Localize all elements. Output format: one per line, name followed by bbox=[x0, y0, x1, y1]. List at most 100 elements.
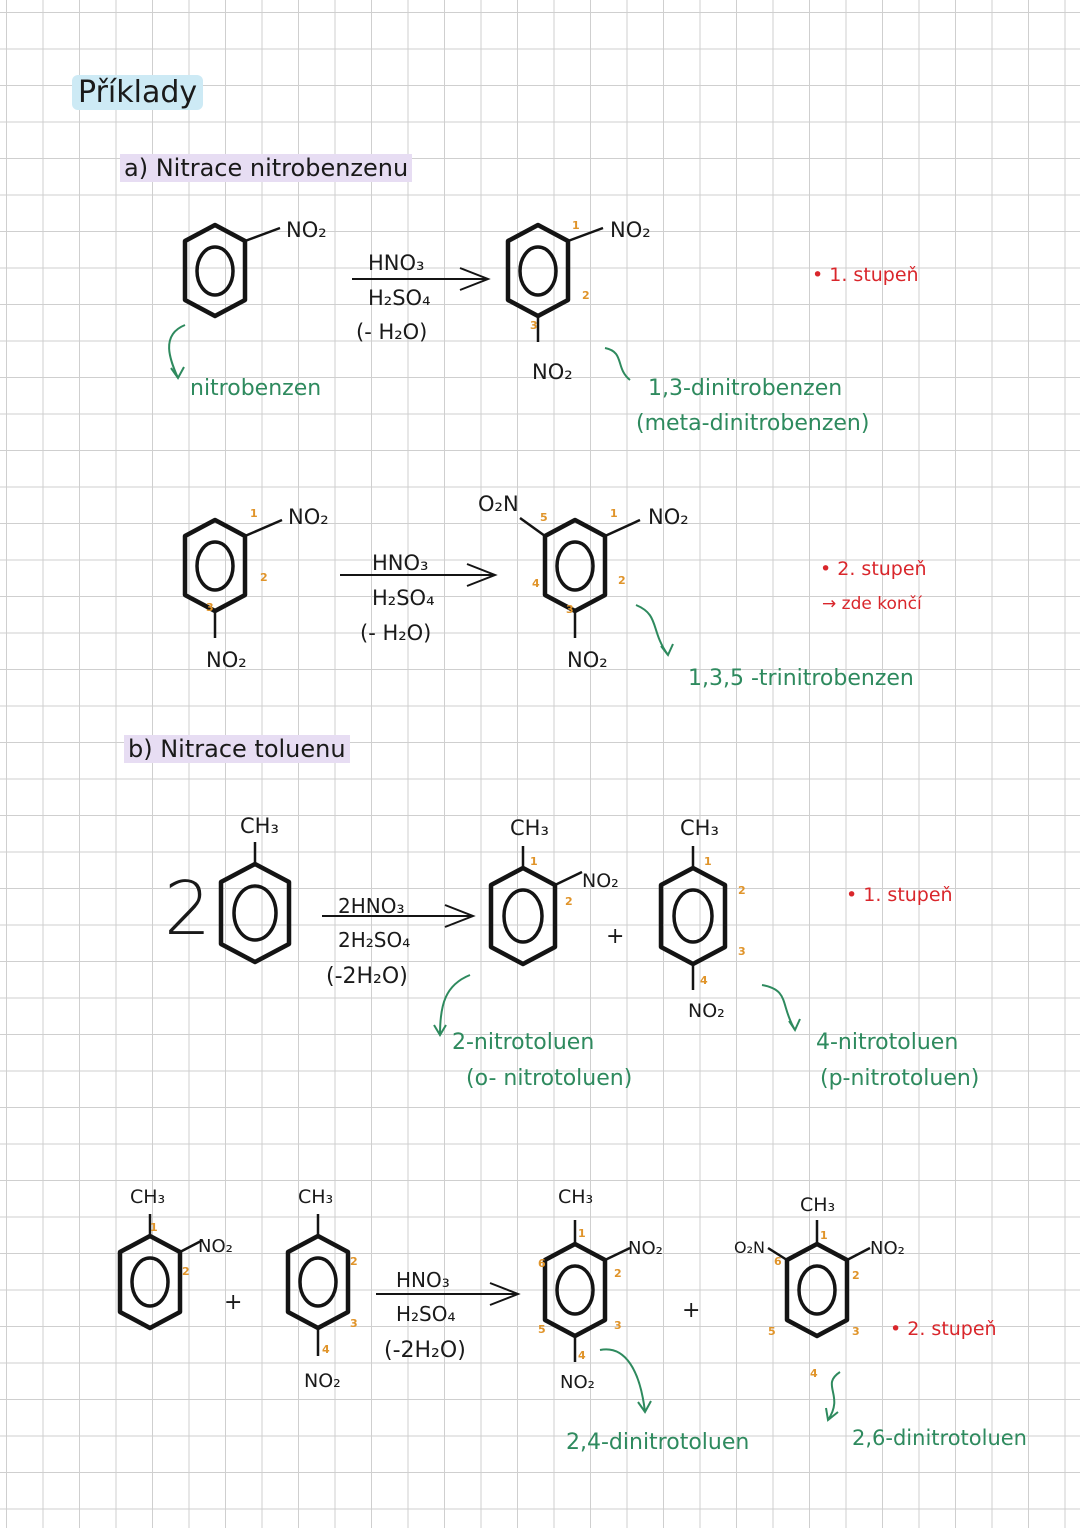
position-number: 3 bbox=[566, 603, 574, 616]
position-number: 1 bbox=[250, 507, 258, 520]
group-no2: NO₂ bbox=[198, 1236, 233, 1257]
page-title-text: Příklady bbox=[72, 75, 204, 110]
position-number: 5 bbox=[538, 1323, 546, 1336]
benzene-ring bbox=[658, 846, 728, 990]
reagent-h2so4: H₂SO₄ bbox=[396, 1302, 456, 1326]
position-number: 2 bbox=[738, 884, 746, 897]
position-number: 3 bbox=[614, 1319, 622, 1332]
group-no2: NO₂ bbox=[304, 1370, 341, 1392]
note-stage-1-b: • 1. stupeň bbox=[846, 884, 953, 906]
position-number: 4 bbox=[810, 1367, 818, 1380]
position-number: 5 bbox=[540, 511, 548, 524]
group-no2: NO₂ bbox=[688, 1000, 725, 1022]
group-o2n: O₂N bbox=[734, 1238, 765, 1257]
benzene-ring bbox=[285, 1214, 351, 1356]
position-number: 1 bbox=[530, 855, 538, 868]
group-no2: NO₂ bbox=[582, 870, 619, 892]
plus-sign: + bbox=[682, 1298, 701, 1323]
group-no2: NO₂ bbox=[610, 218, 651, 242]
label-2-nitrotoluen: 2-nitrotoluen bbox=[452, 1030, 595, 1055]
position-number: 3 bbox=[350, 1317, 358, 1330]
benzene-ring bbox=[505, 222, 604, 342]
position-number: 2 bbox=[852, 1269, 860, 1282]
position-number: 4 bbox=[322, 1343, 330, 1356]
reagent-2h2so4: 2H₂SO₄ bbox=[338, 928, 411, 952]
group-no2: NO₂ bbox=[286, 218, 327, 242]
label-4-nitrotoluen: 4-nitrotoluen bbox=[816, 1030, 959, 1055]
position-number: 4 bbox=[532, 577, 540, 590]
group-no2: NO₂ bbox=[648, 505, 689, 529]
label-dinitrobenzen: 1,3-dinitrobenzen bbox=[648, 376, 843, 401]
group-ch3: CH₃ bbox=[510, 816, 549, 840]
position-number: 2 bbox=[182, 1265, 190, 1278]
reagent-water: (- H₂O) bbox=[356, 320, 428, 344]
page-title: Příklady bbox=[72, 75, 204, 110]
group-ch3: CH₃ bbox=[680, 816, 719, 840]
position-number: 3 bbox=[530, 319, 538, 332]
label-dinitrobenzen-alt: (meta-dinitrobenzen) bbox=[636, 411, 870, 436]
section-b-heading-text: b) Nitrace toluenu bbox=[124, 735, 350, 763]
label-trinitrobenzen: 1,3,5 -trinitrobenzen bbox=[688, 666, 914, 691]
group-no2: NO₂ bbox=[628, 1238, 663, 1259]
group-ch3: CH₃ bbox=[130, 1186, 166, 1208]
benzene-ring bbox=[182, 222, 281, 319]
label-2-nitrotoluen-alt: (o- nitrotoluen) bbox=[466, 1066, 633, 1091]
position-number: 2 bbox=[582, 289, 590, 302]
position-number: 2 bbox=[350, 1255, 358, 1268]
reagent-hno3: HNO₃ bbox=[368, 251, 425, 275]
group-no2: NO₂ bbox=[288, 505, 329, 529]
section-b-heading: b) Nitrace toluenu bbox=[124, 735, 350, 763]
group-no2: NO₂ bbox=[206, 648, 247, 672]
label-nitrobenzen: nitrobenzen bbox=[190, 376, 322, 401]
position-number: 1 bbox=[610, 507, 618, 520]
reagent-water: (- H₂O) bbox=[360, 621, 432, 645]
reagent-hno3: HNO₃ bbox=[372, 551, 429, 575]
position-number: 2 bbox=[260, 571, 268, 584]
position-number: 6 bbox=[774, 1255, 782, 1268]
position-number: 4 bbox=[700, 974, 708, 987]
note-stage-2: • 2. stupeň bbox=[820, 558, 927, 580]
section-a-heading-text: a) Nitrace nitrobenzenu bbox=[120, 154, 413, 182]
reagent-hno3: HNO₃ bbox=[396, 1268, 450, 1292]
position-number: 6 bbox=[538, 1257, 546, 1270]
group-ch3: CH₃ bbox=[800, 1194, 836, 1216]
position-number: 3 bbox=[206, 601, 214, 614]
plus-sign: + bbox=[606, 924, 625, 949]
label-4-nitrotoluen-alt: (p-nitrotoluen) bbox=[820, 1066, 980, 1091]
plus-sign: + bbox=[224, 1290, 243, 1315]
position-number: 2 bbox=[614, 1267, 622, 1280]
group-ch3: CH₃ bbox=[240, 814, 279, 838]
position-number: 1 bbox=[572, 219, 580, 232]
group-no2: NO₂ bbox=[532, 360, 573, 384]
section-a-heading: a) Nitrace nitrobenzenu bbox=[120, 154, 413, 182]
label-2-4-dinitrotoluen: 2,4-dinitrotoluen bbox=[566, 1430, 750, 1455]
label-2-6-dinitrotoluen: 2,6-dinitrotoluen bbox=[852, 1426, 1027, 1450]
group-no2: NO₂ bbox=[560, 1372, 595, 1393]
reagent-h2so4: H₂SO₄ bbox=[372, 586, 435, 610]
benzene-ring bbox=[542, 1220, 631, 1362]
benzene-ring bbox=[218, 842, 292, 965]
reagent-2water: (-2H₂O) bbox=[326, 964, 408, 989]
group-no2: NO₂ bbox=[870, 1238, 905, 1259]
position-number: 3 bbox=[852, 1325, 860, 1338]
group-no2: NO₂ bbox=[567, 648, 608, 672]
position-number: 1 bbox=[578, 1227, 586, 1240]
reagent-h2so4: H₂SO₄ bbox=[368, 286, 431, 310]
position-number: 4 bbox=[578, 1349, 586, 1362]
reagent-2hno3: 2HNO₃ bbox=[338, 894, 405, 918]
note-ends-here: → zde končí bbox=[822, 594, 922, 614]
group-ch3: CH₃ bbox=[558, 1186, 594, 1208]
benzene-ring bbox=[117, 1214, 204, 1331]
position-number: 5 bbox=[768, 1325, 776, 1338]
position-number: 2 bbox=[565, 895, 573, 908]
reaction-arrows bbox=[322, 267, 521, 1306]
note-stage-1: • 1. stupeň bbox=[812, 264, 919, 286]
position-number: 1 bbox=[704, 855, 712, 868]
group-o2n: O₂N bbox=[478, 492, 519, 516]
coefficient-2: 2 bbox=[164, 866, 212, 952]
position-number: 1 bbox=[820, 1229, 828, 1242]
note-stage-2-b: • 2. stupeň bbox=[890, 1318, 997, 1340]
reagent-water: (-2H₂O) bbox=[384, 1338, 466, 1363]
position-number: 1 bbox=[150, 1221, 158, 1234]
